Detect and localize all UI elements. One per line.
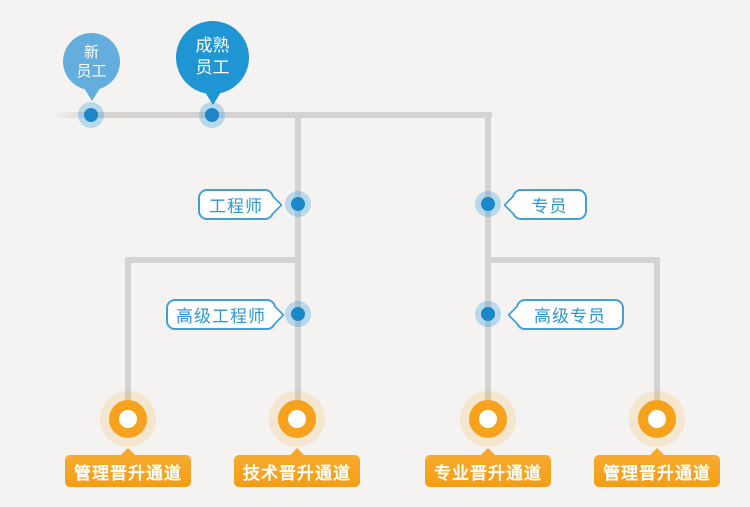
channel-tail-up-icon (120, 448, 136, 456)
balloon-tail-icon (83, 88, 100, 101)
donut-icon (469, 400, 507, 438)
senior-specialist-label: 高级专员 (534, 307, 606, 327)
channel-technical-label: 技术晋升通道 (243, 463, 351, 484)
connector-management-right-vertical (654, 257, 660, 403)
channel-professional-label: 专业晋升通道 (434, 463, 542, 484)
donut-icon (278, 400, 316, 438)
connector-top-horizontal (50, 112, 492, 118)
engineer-callout: 工程师 (198, 189, 283, 220)
node-dot-senior-specialist (475, 301, 501, 327)
senior-engineer-label: 高级工程师 (176, 307, 266, 327)
callout-arrow-right-icon (263, 194, 283, 215)
channel-management-right-label: 管理晋升通道 (603, 463, 711, 484)
channel-tail-up-icon (649, 448, 665, 456)
terminal-node-management-left (100, 391, 156, 447)
senior-engineer-callout: 高级工程师 (166, 299, 285, 330)
channel-management-right: 管理晋升通道 (594, 448, 720, 487)
channel-tail-up-icon (480, 448, 496, 456)
specialist-label: 专员 (531, 197, 568, 217)
new-employee-balloon: 新 员工 (63, 33, 120, 101)
channel-technical: 技术晋升通道 (234, 448, 360, 487)
new-employee-label: 新 员工 (76, 42, 107, 80)
specialist-callout: 专员 (503, 189, 587, 220)
channel-professional: 专业晋升通道 (425, 448, 551, 487)
node-dot-mature-employee (199, 102, 225, 128)
donut-icon (638, 400, 676, 438)
mature-employee-label: 成熟 员工 (195, 36, 230, 78)
engineer-label: 工程师 (209, 197, 263, 217)
node-dot-engineer (285, 191, 311, 217)
callout-arrow-left-icon (503, 194, 523, 215)
donut-icon (109, 400, 147, 438)
node-dot-senior-engineer (285, 301, 311, 327)
channel-management-left: 管理晋升通道 (65, 448, 191, 487)
callout-arrow-left-icon (507, 304, 527, 325)
terminal-node-technical (269, 391, 325, 447)
connector-right-branch-horizontal (485, 257, 660, 263)
senior-specialist-callout: 高级专员 (507, 299, 624, 330)
node-dot-specialist (475, 191, 501, 217)
node-dot-new-employee (78, 102, 104, 128)
mature-employee-balloon: 成熟 员工 (176, 21, 249, 105)
channel-management-left-label: 管理晋升通道 (74, 463, 182, 484)
connector-management-left-vertical (125, 257, 131, 403)
terminal-node-management-right (629, 391, 685, 447)
connector-left-branch-horizontal (125, 257, 301, 263)
callout-arrow-right-icon (265, 304, 285, 325)
terminal-node-professional (460, 391, 516, 447)
channel-tail-up-icon (289, 448, 305, 456)
